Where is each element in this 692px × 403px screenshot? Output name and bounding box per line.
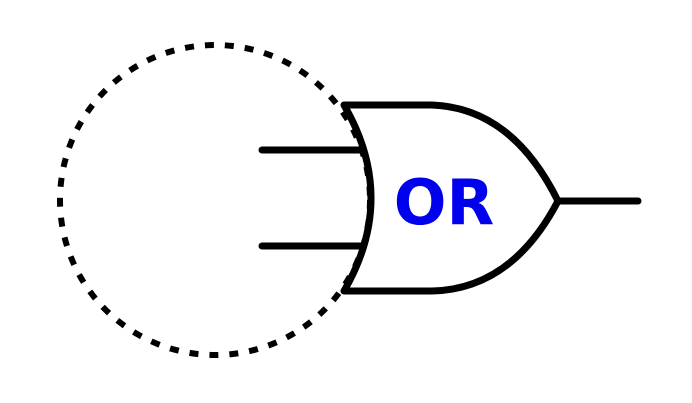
or-gate-body: [340, 101, 562, 295]
dotted-boundary-circle: [57, 42, 373, 358]
gate-label: OR: [394, 166, 494, 239]
